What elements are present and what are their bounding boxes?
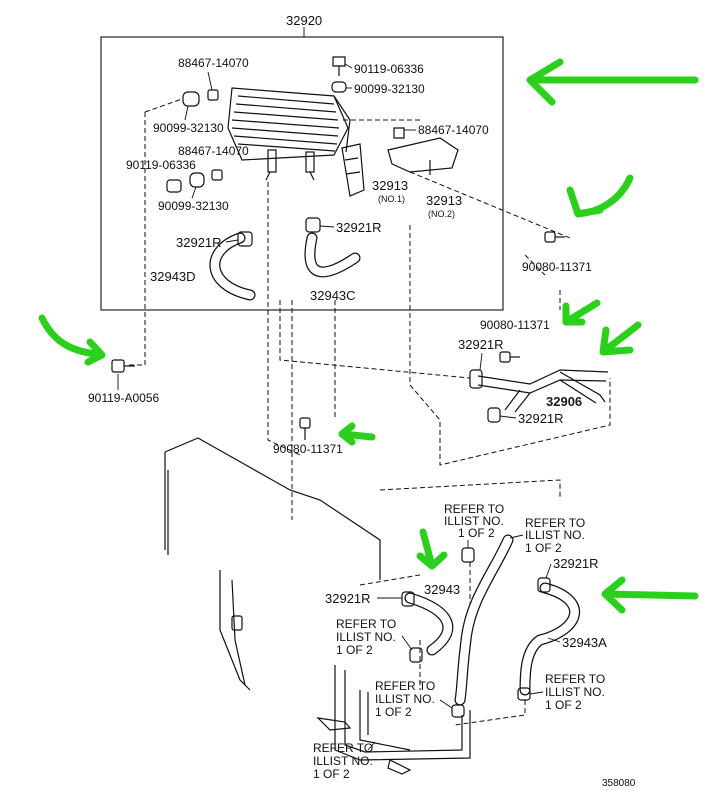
green-arrow-90080-low-icon (338, 422, 376, 446)
grommet-90099-left (166, 169, 223, 193)
label-32943: 32943 (424, 582, 460, 597)
label-32921R-d: 32921R (518, 411, 564, 426)
label-refer-f-2: ILLIST NO. (313, 754, 373, 768)
label-32913-no2: 32913 (426, 193, 462, 208)
radiator-support-panel (164, 437, 381, 691)
hose-32943 (401, 591, 454, 656)
label-32921R-a: 32921R (176, 235, 222, 250)
assembly-label: 32920 (286, 13, 322, 28)
label-32921R-f: 32921R (553, 556, 599, 571)
label-32943C: 32943C (310, 288, 356, 303)
label-refer-a-3: 1 OF 2 (458, 526, 495, 540)
green-arrow-top-right-icon (526, 58, 699, 106)
label-refer-b-2: ILLIST NO. (525, 528, 585, 542)
label-32913-no1: 32913 (372, 178, 408, 193)
label-refer-d-3: 1 OF 2 (545, 698, 582, 712)
label-32913-no2-sub: (NO.2) (428, 209, 455, 219)
green-arrow-32921R-lower-icon (416, 528, 448, 570)
assembly-frame (100, 36, 504, 311)
label-90099-top: 90099-32130 (354, 82, 425, 96)
label-refer-b-1: REFER TO (525, 516, 585, 530)
label-refer-e-2: ILLIST NO. (375, 692, 435, 706)
diagram-id: 358080 (602, 778, 636, 789)
label-90080-low: 90080-11371 (273, 442, 343, 456)
bolt-90119-a0056 (111, 359, 135, 373)
green-arrow-bolt-90080-right-icon (566, 174, 634, 218)
label-90119-left: 90119-06336 (126, 158, 196, 172)
label-refer-d-1: REFER TO (545, 672, 605, 686)
label-90119-a0056: 90119-A0056 (88, 391, 160, 405)
label-refer-b-3: 1 OF 2 (525, 541, 562, 555)
hose-refer-a (409, 534, 514, 718)
label-refer-a-2: ILLIST NO. (444, 514, 504, 528)
oil-cooler (227, 87, 351, 181)
label-88467-top: 88467-14070 (178, 56, 249, 70)
label-90099-left: 90099-32130 (153, 121, 224, 135)
lower-pipe-frame (316, 665, 471, 775)
label-refer-f-3: 1 OF 2 (313, 767, 350, 781)
label-90080-right: 90080-11371 (522, 260, 592, 274)
bolt-90080-low (299, 417, 311, 440)
label-88467-right: 88467-14070 (418, 123, 489, 137)
bolt-90080-mid (499, 351, 520, 363)
label-32921R-b: 32921R (336, 220, 382, 235)
bolt-90080-right (544, 231, 565, 243)
label-refer-c-2: ILLIST NO. (336, 630, 396, 644)
bracket-32913-no1 (341, 143, 365, 197)
label-32943D: 32943D (150, 269, 196, 284)
label-refer-c-1: REFER TO (336, 617, 396, 631)
reference-lines (126, 98, 611, 726)
label-refer-d-2: ILLIST NO. (545, 685, 605, 699)
label-88467-left: 88467-14070 (178, 144, 249, 158)
green-arrow-left-bolt-icon (38, 314, 106, 366)
pipe-32906 (469, 369, 609, 423)
label-32921R-e: 32921R (325, 591, 371, 606)
grommet-90099-top (182, 89, 219, 107)
label-32913-no1-sub: (NO.1) (378, 194, 405, 204)
label-32921R-c: 32921R (458, 337, 504, 352)
bracket-32913-no2 (387, 127, 459, 175)
label-refer-f-1: REFER TO (313, 741, 373, 755)
label-32906: 32906 (546, 394, 582, 409)
green-arrow-32943A-icon (601, 576, 699, 614)
hose-32943C (304, 217, 361, 278)
label-refer-a-1: REFER TO (444, 502, 504, 516)
label-90099-left2: 90099-32130 (158, 199, 229, 213)
label-90119-top: 90119-06336 (354, 62, 424, 76)
hose-32943D (209, 231, 256, 301)
bolt-90119-top (331, 56, 347, 93)
green-arrow-32906-icon (599, 321, 642, 356)
label-90080-mid: 90080-11371 (480, 318, 550, 332)
label-refer-e-3: 1 OF 2 (375, 705, 412, 719)
label-32943A: 32943A (562, 635, 607, 650)
green-arrow-90080-mid-icon (562, 299, 601, 326)
label-refer-c-3: 1 OF 2 (336, 643, 373, 657)
label-refer-e-1: REFER TO (375, 679, 435, 693)
